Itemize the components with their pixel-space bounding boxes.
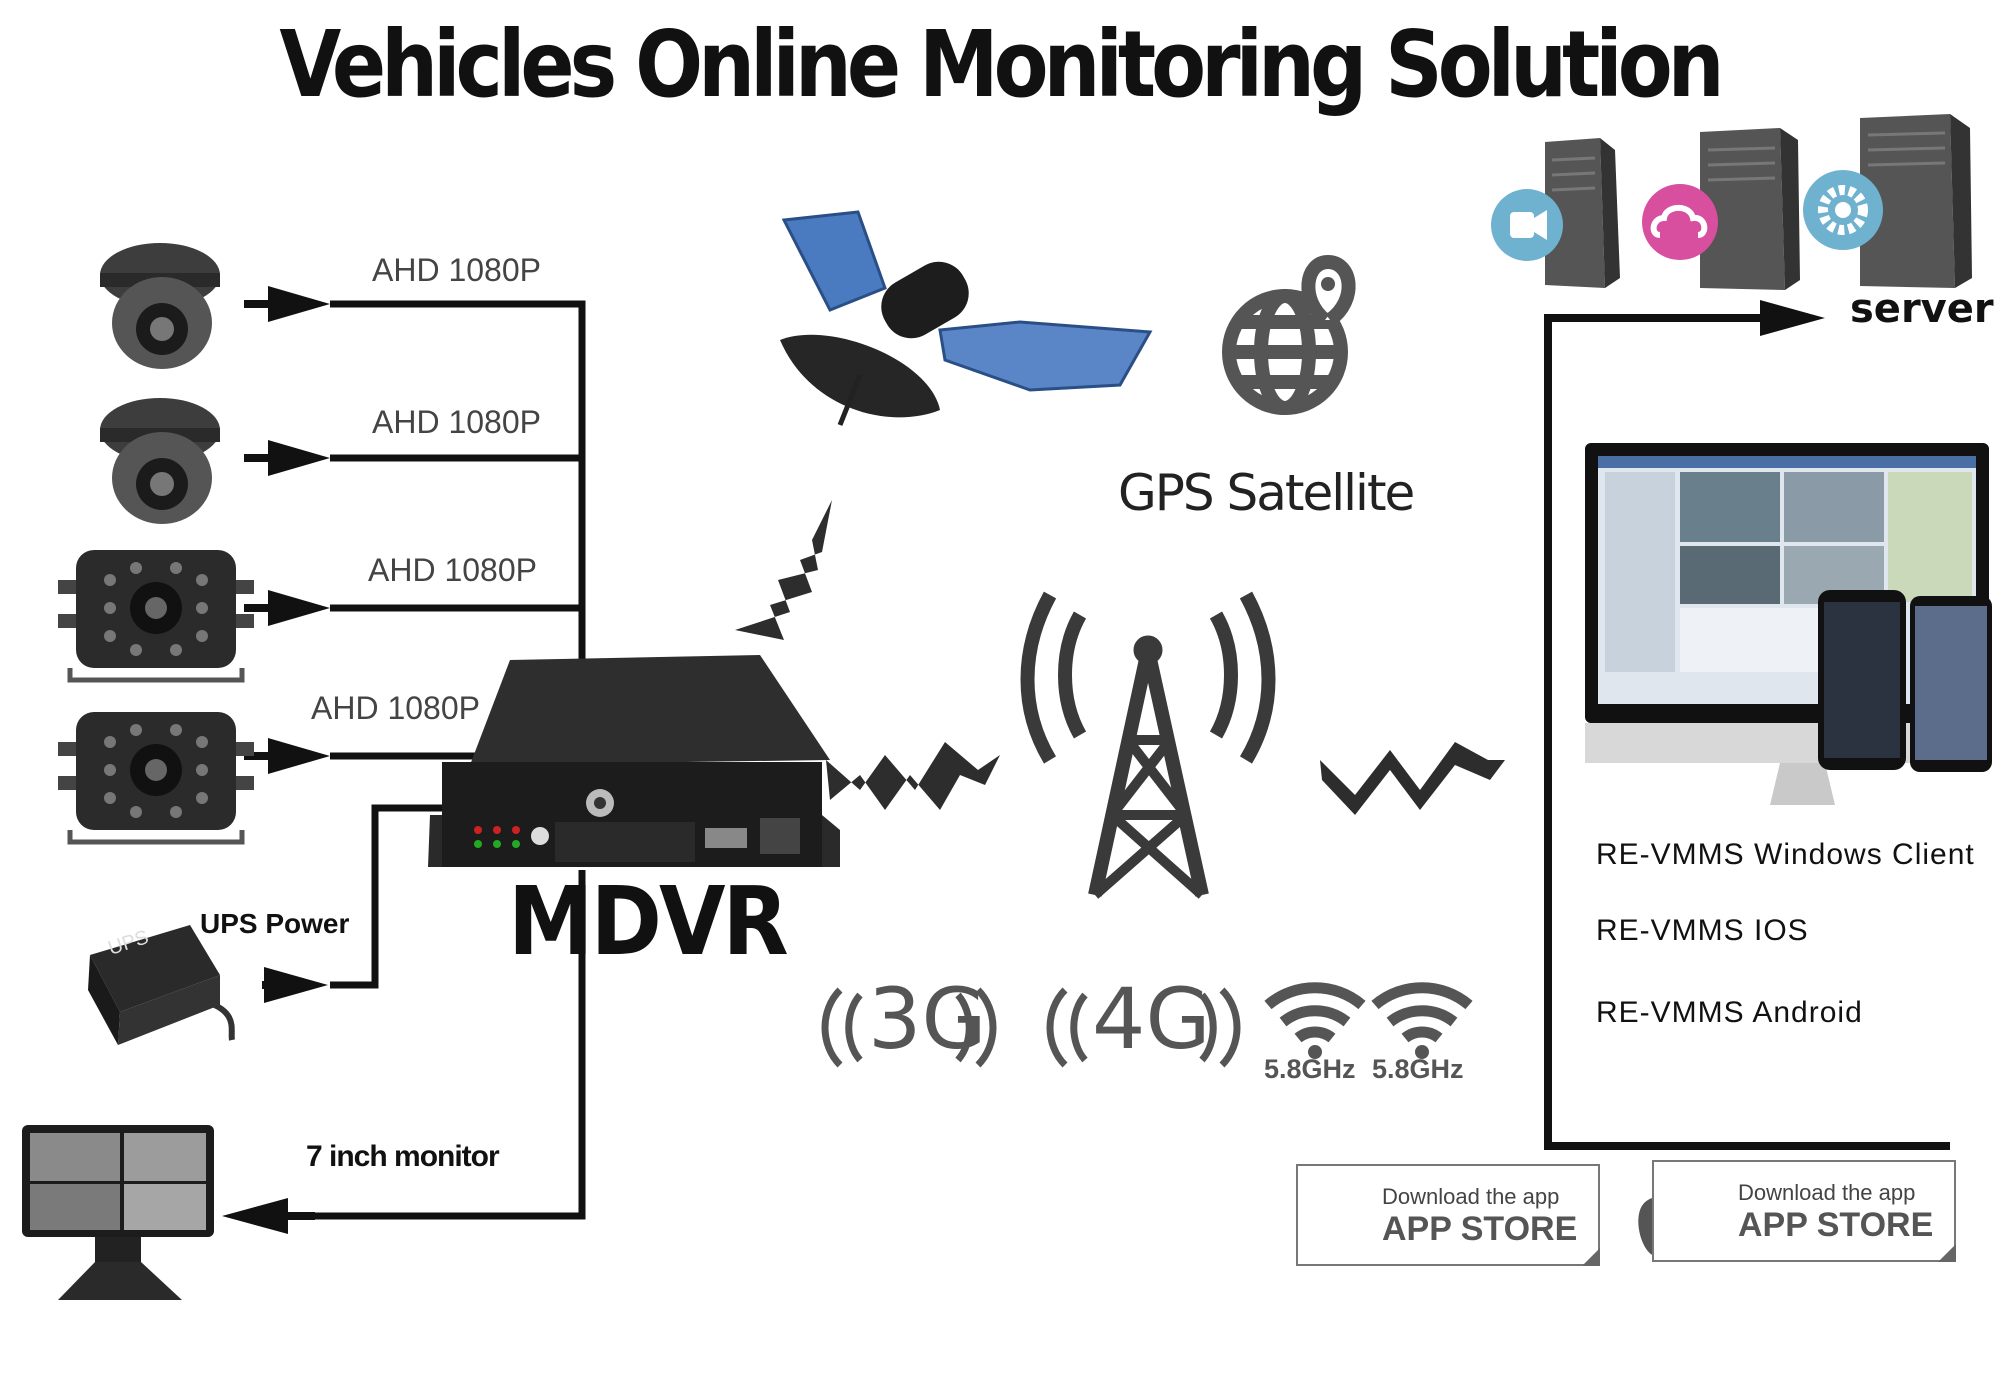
ir-box-camera-icon bbox=[58, 712, 254, 845]
camera-2-label: AHD 1080P bbox=[372, 404, 541, 440]
ups-label: UPS Power bbox=[200, 908, 350, 939]
radio-brackets bbox=[821, 987, 1241, 1068]
server-tower-icon bbox=[1700, 128, 1800, 290]
mdvr-recorder-icon bbox=[428, 655, 840, 867]
android-app-badge[interactable]: Download the app APP STORE bbox=[1296, 1164, 1600, 1266]
server-tower-icon bbox=[1545, 138, 1620, 288]
globe-location-icon bbox=[1222, 254, 1356, 415]
cell-tower-icon bbox=[1020, 591, 1276, 899]
ups-box-icon bbox=[88, 925, 235, 1045]
wifi-icon bbox=[1264, 982, 1366, 1059]
client-ios: RE-VMMS IOS bbox=[1596, 914, 1809, 947]
arrow-ups bbox=[262, 967, 328, 1003]
badge-store-name: APP STORE bbox=[1738, 1206, 1934, 1244]
cloud-icon bbox=[1642, 184, 1718, 260]
wifi-label-1: 5.8GHz bbox=[1264, 1054, 1356, 1084]
network-4g: 4G bbox=[1092, 970, 1211, 1068]
arrow-cam-3 bbox=[244, 590, 330, 626]
arrow-server bbox=[1760, 300, 1825, 336]
arrow-cam-4 bbox=[244, 738, 330, 774]
arrow-monitor bbox=[222, 1198, 315, 1234]
mdvr-label: MDVR bbox=[508, 867, 789, 977]
monitor-label: 7 inch monitor bbox=[306, 1140, 500, 1173]
wifi-icon bbox=[1371, 982, 1473, 1059]
badge-corner bbox=[1582, 1248, 1600, 1266]
camera-3-label: AHD 1080P bbox=[368, 552, 537, 588]
ir-box-camera-icon bbox=[58, 550, 254, 683]
badge-store-name: APP STORE bbox=[1382, 1210, 1578, 1248]
diagram-title: Vehicles Online Monitoring Solution bbox=[279, 11, 1724, 118]
server-label: server bbox=[1850, 286, 1994, 332]
camera-connections bbox=[300, 300, 586, 1220]
arrowheads bbox=[222, 286, 1825, 1234]
badge-caption: Download the app bbox=[1738, 1180, 1916, 1205]
camera-4-label: AHD 1080P bbox=[311, 690, 480, 726]
satellite-icon bbox=[780, 210, 1153, 426]
server-bracket bbox=[1544, 314, 1950, 1150]
badge-corner bbox=[1938, 1244, 1956, 1262]
network-3g: 3G bbox=[868, 970, 987, 1068]
dome-camera-icon bbox=[100, 243, 220, 369]
arrow-cam-2 bbox=[244, 440, 330, 476]
gps-label: GPS Satellite bbox=[1118, 464, 1415, 522]
client-windows: RE-VMMS Windows Client bbox=[1596, 838, 1975, 871]
server-tower-icon bbox=[1860, 114, 1972, 288]
video-icon bbox=[1491, 189, 1563, 261]
arrow-cam-1 bbox=[244, 286, 330, 322]
camera-1-label: AHD 1080P bbox=[372, 252, 541, 288]
badge-caption: Download the app bbox=[1382, 1184, 1560, 1209]
phone-client-icon bbox=[1818, 590, 1992, 772]
signal-zigzags bbox=[735, 500, 1505, 815]
ios-app-badge[interactable]: Download the app APP STORE bbox=[1652, 1160, 1956, 1262]
dome-camera-icon bbox=[100, 398, 220, 524]
gear-icon bbox=[1803, 170, 1883, 250]
wifi-label-2: 5.8GHz bbox=[1372, 1054, 1464, 1084]
client-android: RE-VMMS Android bbox=[1596, 996, 1863, 1029]
car-monitor-icon bbox=[22, 1125, 214, 1300]
